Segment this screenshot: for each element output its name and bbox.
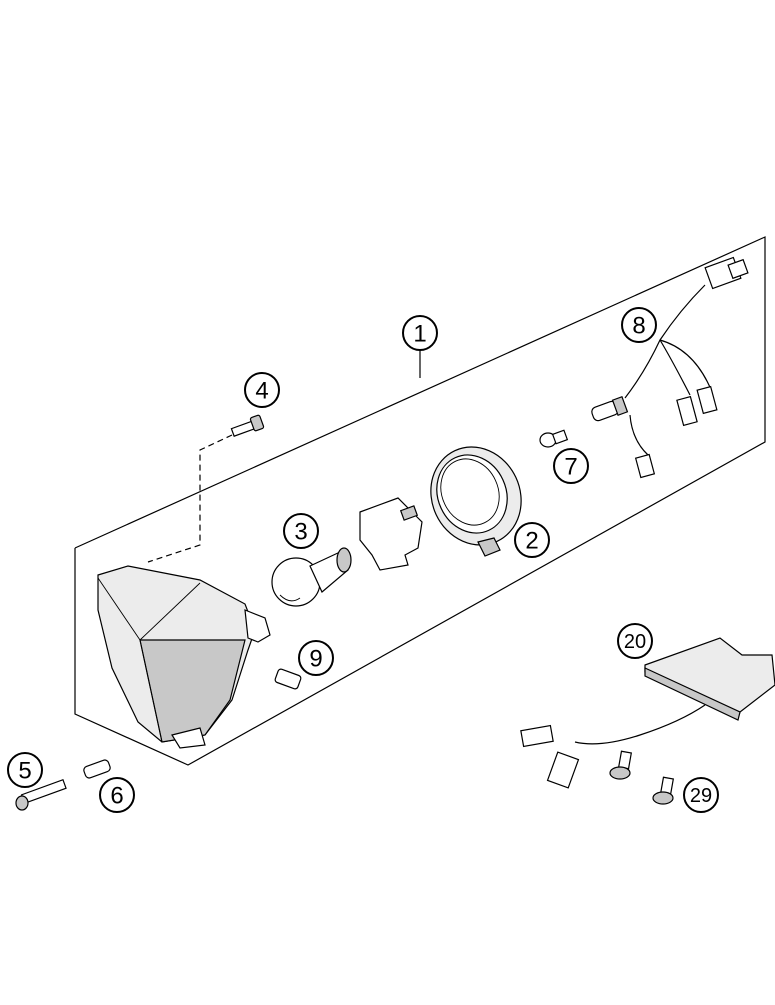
- screws-part-29: [609, 750, 675, 805]
- mount-line-4: [147, 434, 233, 563]
- callout-6: 6: [99, 777, 135, 813]
- callout-20-label: 20: [624, 631, 646, 653]
- callout-1-label: 1: [413, 321, 426, 348]
- callout-2: 2: [514, 522, 550, 558]
- callout-4: 4: [244, 372, 280, 408]
- headlight-housing: [97, 565, 271, 749]
- nut-part-9: [274, 668, 302, 690]
- callout-3-label: 3: [294, 519, 307, 546]
- assembly-outline: [74, 236, 766, 766]
- callout-9: 9: [298, 640, 334, 676]
- callout-6-label: 6: [110, 783, 123, 810]
- callout-8: 8: [621, 307, 657, 343]
- callout-8-label: 8: [632, 313, 645, 340]
- callout-29: 29: [683, 777, 719, 813]
- bulb-part-3: [271, 547, 352, 607]
- small-bulb-part-7: [539, 429, 569, 448]
- bulb-holder-plate: [359, 497, 423, 571]
- wiring-harness-part-8: [591, 256, 749, 479]
- rubber-cover-part-2: [430, 446, 522, 557]
- callout-20: 20: [617, 623, 653, 659]
- callout-5: 5: [7, 752, 43, 788]
- bolt-part-5: [15, 779, 67, 811]
- callout-7-label: 7: [564, 454, 577, 481]
- spacer-part-6: [83, 759, 111, 779]
- screw-part-4: [230, 414, 265, 437]
- callout-2-label: 2: [525, 528, 538, 555]
- callout-29-label: 29: [690, 785, 712, 807]
- callout-9-label: 9: [309, 646, 322, 673]
- callout-7: 7: [553, 448, 589, 484]
- callout-3: 3: [283, 513, 319, 549]
- cover-plate-part-20: [520, 637, 775, 789]
- callout-1: 1: [402, 315, 438, 351]
- callout-4-label: 4: [255, 378, 268, 405]
- callout-5-label: 5: [18, 758, 31, 785]
